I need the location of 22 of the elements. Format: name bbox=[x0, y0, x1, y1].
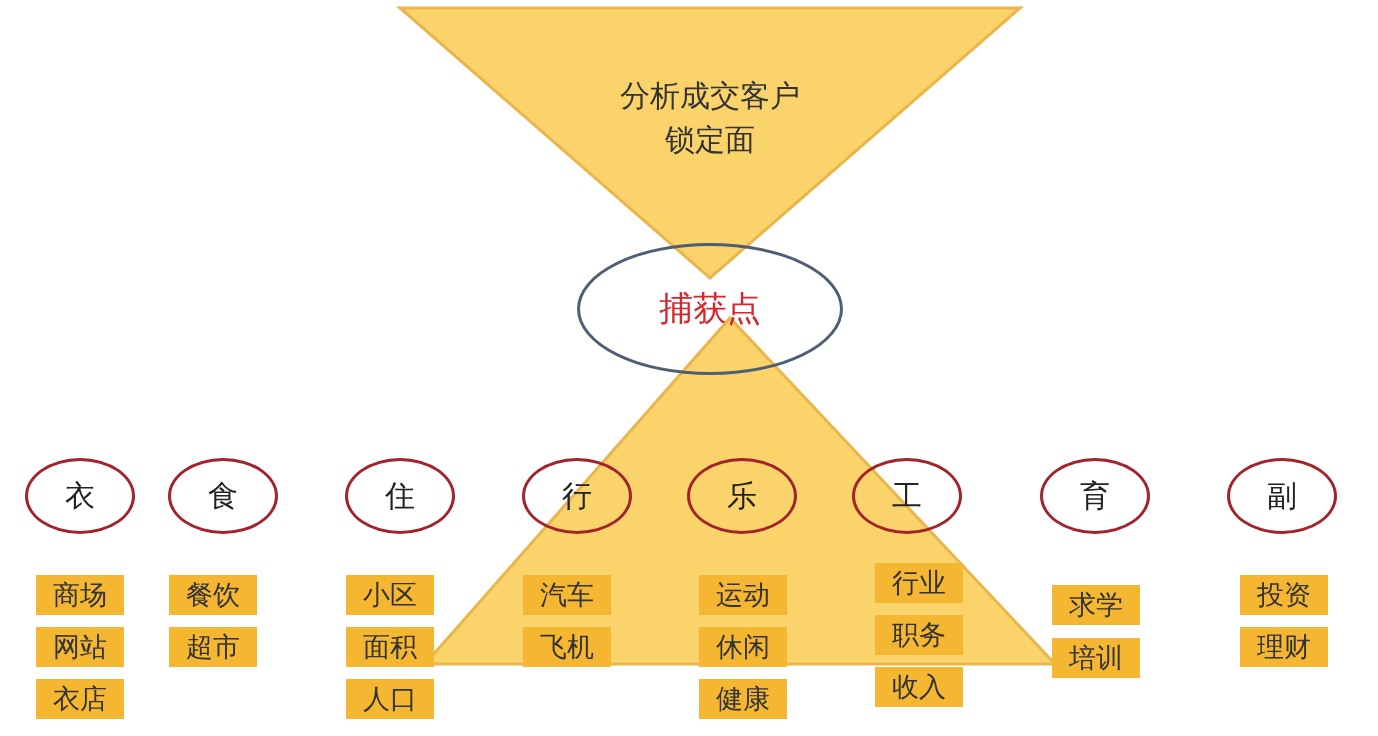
tag-box: 投资 bbox=[1240, 575, 1328, 615]
tag-box: 理财 bbox=[1240, 627, 1328, 667]
tag-box: 面积 bbox=[346, 627, 434, 667]
capture-ellipse: 捕获点 bbox=[577, 243, 843, 375]
tag-box: 求学 bbox=[1052, 585, 1140, 625]
tag-box: 网站 bbox=[36, 627, 124, 667]
category-circle: 育 bbox=[1040, 458, 1150, 534]
tag-box: 商场 bbox=[36, 575, 124, 615]
tag-box: 人口 bbox=[346, 679, 434, 719]
heading-text: 分析成交客户 bbox=[620, 78, 800, 113]
tag-box: 小区 bbox=[346, 575, 434, 615]
heading-text: 锁定面 bbox=[665, 122, 755, 157]
tag-box: 收入 bbox=[875, 667, 963, 707]
category-circle: 衣 bbox=[25, 458, 135, 534]
category-circle: 副 bbox=[1227, 458, 1337, 534]
category-circle: 住 bbox=[345, 458, 455, 534]
tag-box: 衣店 bbox=[36, 679, 124, 719]
tag-box: 健康 bbox=[699, 679, 787, 719]
tag-box: 餐饮 bbox=[169, 575, 257, 615]
category-circle: 食 bbox=[168, 458, 278, 534]
tag-box: 培训 bbox=[1052, 638, 1140, 678]
tag-box: 超市 bbox=[169, 627, 257, 667]
